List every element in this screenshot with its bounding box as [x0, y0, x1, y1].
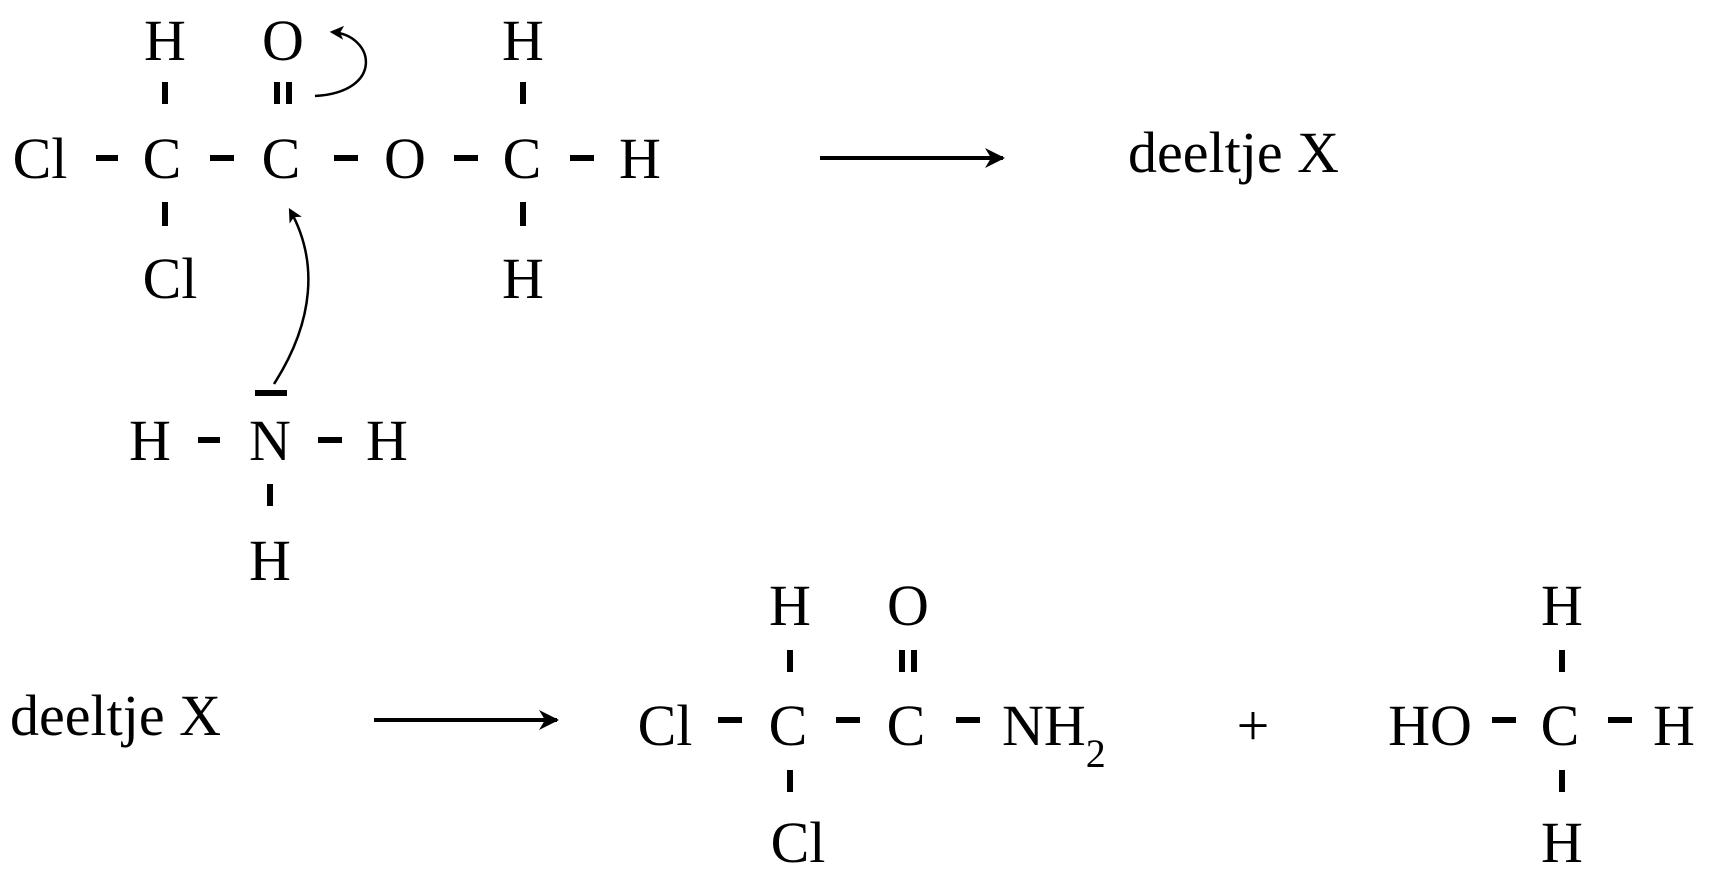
atom-cl-left: Cl: [638, 693, 693, 758]
electron-arrow-to-carbon: [272, 207, 310, 385]
atom-o-carbonyl: O: [887, 573, 929, 638]
atom-h-left: H: [129, 408, 171, 473]
atom-h-top-c1: H: [144, 8, 186, 73]
electron-arrow-to-oxygen: [314, 25, 368, 98]
atom-h-bottom: H: [1541, 810, 1583, 875]
atom-h-top-c3: H: [502, 8, 544, 73]
plus-sign: +: [1237, 693, 1270, 758]
atom-nh2: NH2: [1002, 693, 1106, 776]
atom-c3: C: [503, 126, 542, 191]
atom-n: N: [249, 408, 291, 473]
atom-h-top: H: [1541, 573, 1583, 638]
atom-h-top: H: [769, 573, 811, 638]
atom-ho: HO: [1388, 693, 1472, 758]
dichloroacetamide-molecule: H O Cl C C NH2 Cl: [638, 573, 1106, 875]
atom-cl-left: Cl: [13, 126, 68, 191]
atom-h-right: H: [619, 126, 661, 191]
atom-h-bottom: H: [249, 528, 291, 593]
atom-cl-bottom: Cl: [143, 246, 198, 311]
atom-c: C: [1541, 693, 1580, 758]
atom-c1: C: [769, 693, 808, 758]
ammonia-molecule: H N H H: [129, 390, 408, 593]
atom-c2: C: [262, 126, 301, 191]
atom-h-right: H: [1653, 693, 1695, 758]
reactant-label-deeltje-x: deeltje X: [10, 683, 221, 748]
atom-h-bottom-c3: H: [502, 246, 544, 311]
atom-o-ether: O: [384, 126, 426, 191]
atom-c2: C: [887, 693, 926, 758]
atom-cl-bottom: Cl: [771, 810, 826, 875]
methanol-molecule: H HO C H H: [1388, 573, 1695, 875]
product-label-deeltje-x: deeltje X: [1128, 120, 1339, 185]
atom-c1: C: [143, 126, 182, 191]
methyl-dichloroacetate-molecule: H O H Cl C C O C H Cl H: [13, 8, 661, 311]
atom-o-carbonyl: O: [262, 8, 304, 73]
atom-h-right: H: [366, 408, 408, 473]
